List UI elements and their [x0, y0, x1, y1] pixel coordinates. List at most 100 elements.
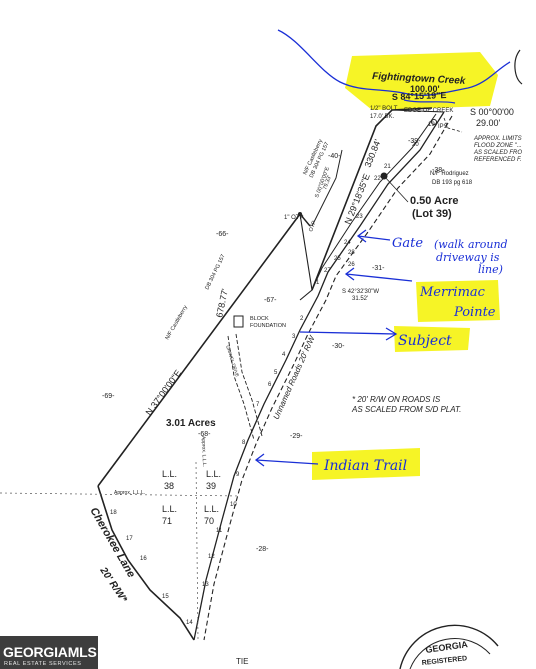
- creek-line-2: [403, 99, 456, 104]
- svg-text:-66-: -66-: [216, 231, 229, 238]
- svg-text:DB 304 PG 157: DB 304 PG 157: [204, 254, 226, 291]
- landlot-71: L.L. 71: [162, 504, 177, 526]
- creek-frontage: 100.00': [410, 84, 440, 94]
- rodriguez-label: N/F Rodriguez DB 193 pg 618: [430, 171, 473, 186]
- landlot-70: L.L. 70: [204, 504, 219, 526]
- svg-text:16: 16: [140, 556, 147, 562]
- svg-text:N/F Rodriguez: N/F Rodriguez: [430, 171, 469, 177]
- block-foundation: [233, 315, 244, 328]
- gravel-drive-2: [235, 333, 263, 437]
- road-label: Unnamed Roads 20' R/W: [272, 333, 318, 421]
- svg-text:-31-: -31-: [372, 265, 385, 272]
- lll-label: Approx. L.L.L.: [114, 490, 145, 496]
- svg-text:71: 71: [162, 516, 172, 526]
- gate-arrow: [356, 229, 391, 243]
- svg-text:-28-: -28-: [256, 546, 269, 553]
- tract-line-small: [311, 149, 343, 227]
- lot-acre: 0.50 Acre: [410, 195, 459, 207]
- svg-text:17: 17: [126, 536, 133, 542]
- lot-number: (Lot 39): [412, 208, 452, 220]
- flood-line: [443, 117, 463, 133]
- svg-text:FLOOD ZONE "...: FLOOD ZONE "...: [474, 143, 522, 149]
- svg-text:25: 25: [334, 256, 341, 262]
- svg-text:DB 193 pg 618: DB 193 pg 618: [432, 180, 473, 186]
- landlot-line-v: [195, 461, 199, 641]
- boundary-top: [299, 213, 311, 227]
- station-numbers: 19 20 21 22 23 24 25 26 27 1 2 3 4 5 6 7…: [110, 122, 435, 626]
- svg-text:3: 3: [292, 334, 296, 340]
- svg-text:14: 14: [186, 620, 193, 626]
- svg-text:(walk around: (walk around: [434, 238, 508, 251]
- svg-text:BLOCK: BLOCK: [250, 316, 269, 322]
- bolt-label: 1/2" BOLT: [370, 106, 398, 112]
- svg-text:-69-: -69-: [102, 393, 115, 400]
- edge-label: EDGE OF CREEK: [404, 108, 453, 114]
- svg-text:-38-: -38-: [432, 167, 445, 174]
- creek-bearing: S 84°15'19"E: [392, 90, 447, 102]
- svg-text:8: 8: [242, 440, 246, 446]
- approx-ll-label: Approx. L.L.L.: [200, 436, 207, 467]
- logo-name: GEORGIAMLS: [3, 644, 97, 660]
- ips-pin: [431, 119, 437, 125]
- curve-bearing: S 42°32'30"W: [342, 289, 379, 295]
- svg-text:39: 39: [206, 481, 216, 491]
- svg-text:1: 1: [316, 280, 320, 286]
- east-bearing: S 00°00'00: [470, 107, 514, 117]
- svg-text:13: 13: [202, 582, 209, 588]
- bolt-distance: 17.0' BK.: [370, 114, 394, 120]
- svg-text:N/F Castleberry: N/F Castleberry: [165, 304, 190, 341]
- svg-text:11: 11: [216, 528, 223, 534]
- block-foundation-label: BLOCK FOUNDATION: [250, 316, 286, 329]
- seal-text-1: GEORGIA: [425, 639, 469, 655]
- svg-text:L.L.: L.L.: [162, 504, 177, 514]
- castleberry-mid: N/F Castleberry: [165, 304, 190, 341]
- svg-text:Pointe: Pointe: [453, 305, 496, 320]
- boundary-north-east: [311, 107, 433, 291]
- west-bearing: N 37°00'00"E: [144, 368, 184, 417]
- castleberry-mid-2: DB 304 PG 157: [204, 254, 226, 291]
- svg-text:-39-: -39-: [408, 138, 421, 145]
- georgia-seal: GEORGIA REGISTERED: [399, 624, 499, 669]
- svg-text:-40-: -40-: [328, 153, 341, 160]
- svg-text:-29-: -29-: [290, 433, 303, 440]
- boundary-west: [97, 213, 301, 487]
- svg-text:L.L.: L.L.: [204, 504, 219, 514]
- otp2-label: OTP: [308, 220, 318, 233]
- page-edge-mark: [514, 49, 523, 85]
- tie-label: TIE: [236, 657, 248, 666]
- merrimac-note: Merrimac Pointe: [419, 285, 496, 320]
- road-line-a: [193, 111, 445, 641]
- svg-text:7: 7: [256, 402, 260, 408]
- boundary-creek-edge: [391, 109, 445, 113]
- gate-detail: (walk around driveway is line): [434, 238, 508, 276]
- west-distance: 678.77': [214, 287, 230, 318]
- svg-text:9: 9: [236, 472, 240, 478]
- merrimac-highlight: [416, 280, 500, 322]
- creek-edge: EDGE OF CREEK: [404, 108, 453, 114]
- subject-highlight: [394, 326, 470, 352]
- trail-note: Indian Trail: [323, 458, 407, 474]
- svg-text:27: 27: [324, 268, 331, 274]
- curve-distance: 31.52': [352, 296, 368, 302]
- boundary-southwest: [97, 485, 195, 641]
- svg-text:2: 2: [300, 316, 304, 322]
- road-line-b: [203, 115, 453, 641]
- svg-text:4: 4: [282, 352, 286, 358]
- otp-label: 1" OTP: [284, 215, 303, 221]
- subject-note: Subject: [398, 333, 452, 349]
- subject-arrow: [299, 327, 398, 341]
- landlot-38: L.L. 38: [162, 469, 177, 491]
- lot-pointer: [383, 175, 409, 203]
- road-line-c: [311, 113, 437, 291]
- svg-text:15: 15: [162, 594, 169, 600]
- small-distance: 79.33': [322, 175, 333, 191]
- svg-text:19: 19: [428, 122, 435, 128]
- svg-text:L.L.: L.L.: [206, 469, 221, 479]
- acres-label: 3.01 Acres: [166, 418, 216, 429]
- seal-text-2: REGISTERED: [421, 655, 467, 667]
- svg-text:AS SCALED FRO: AS SCALED FRO: [473, 150, 522, 156]
- svg-text:18: 18: [110, 510, 117, 516]
- trail-arrow: [254, 453, 319, 467]
